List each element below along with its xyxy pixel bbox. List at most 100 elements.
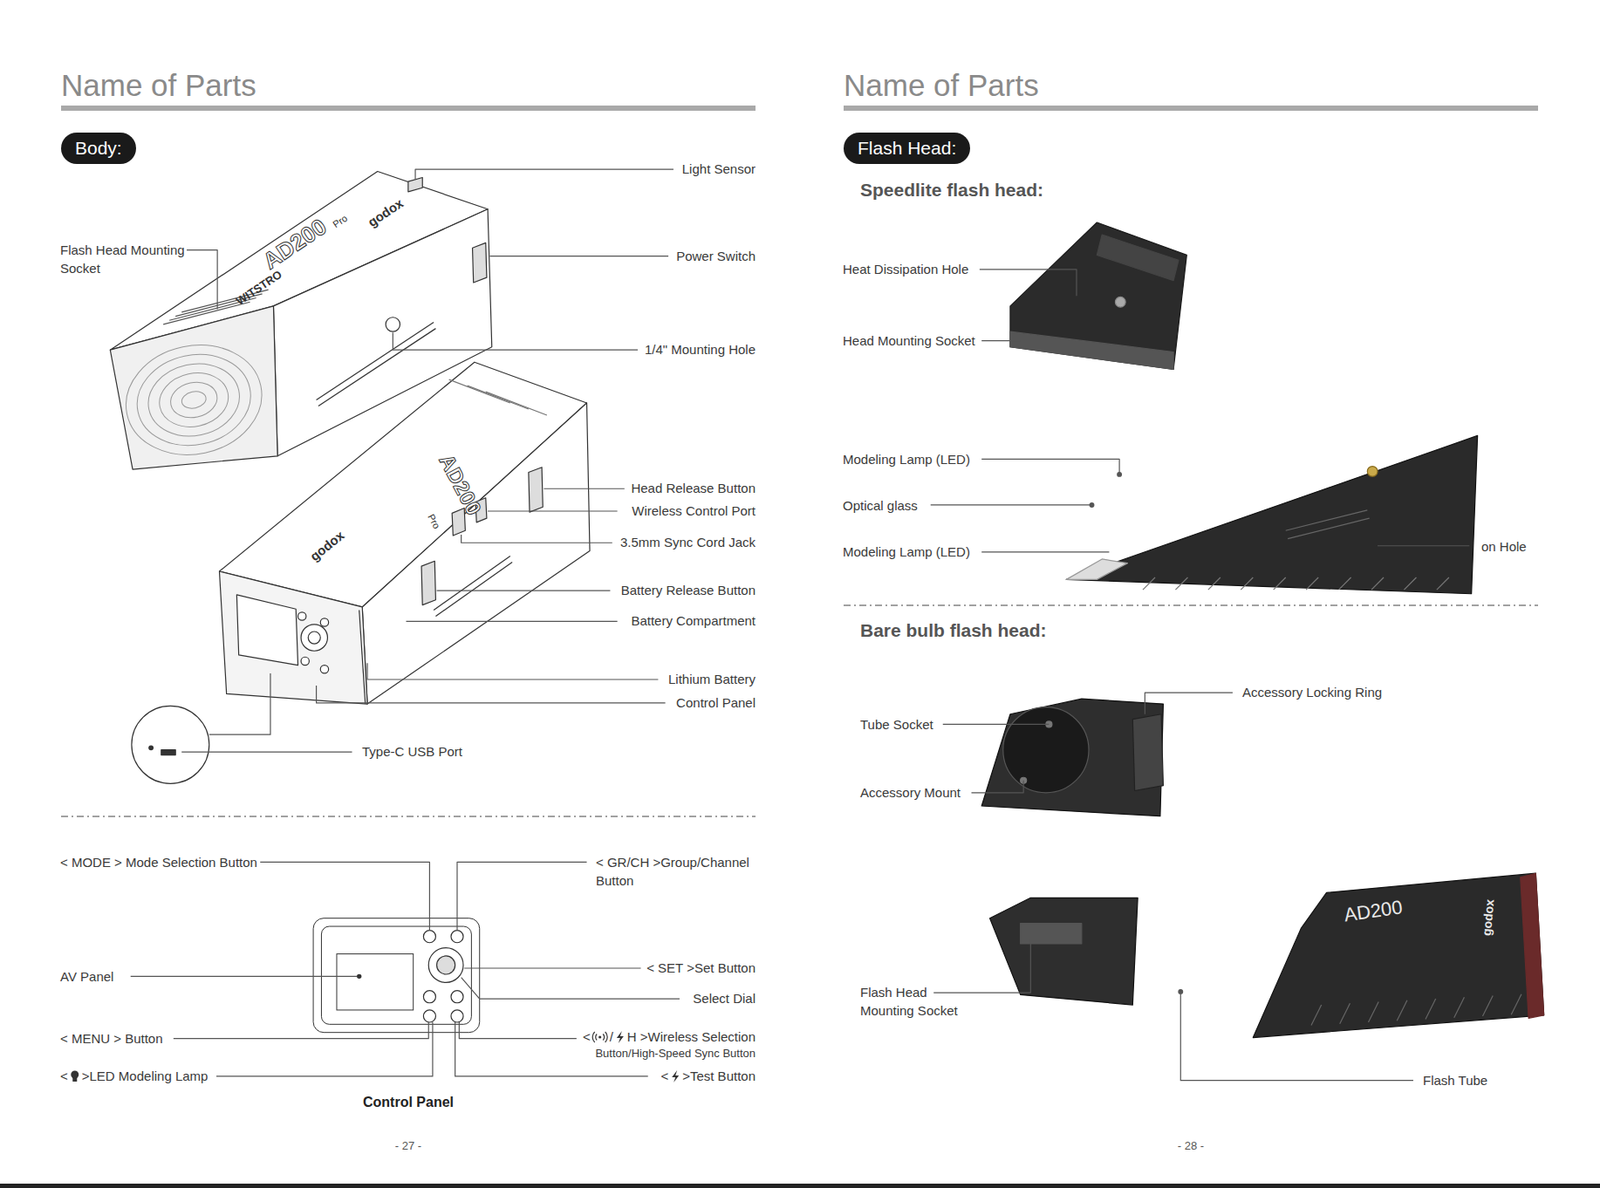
part-label: Flash Head Mounting Socket	[860, 983, 970, 1020]
head-release	[528, 467, 543, 513]
leader-line	[181, 751, 352, 753]
grille-line	[467, 385, 529, 410]
fin	[1396, 1000, 1408, 1021]
reflector-swirl	[116, 333, 273, 468]
bare-bulb-photo	[981, 698, 1163, 817]
groove	[318, 328, 437, 407]
leader-line	[979, 269, 1077, 296]
part-label: Select Dial	[692, 991, 756, 1007]
leader-line	[489, 255, 669, 257]
grille-line	[485, 391, 548, 416]
body-drawing	[109, 171, 590, 785]
leader-line	[930, 504, 1093, 506]
head-label	[1096, 234, 1179, 281]
socket-pins	[1020, 923, 1082, 944]
leader-line	[406, 621, 618, 623]
leader-line	[981, 551, 1109, 553]
fin	[1403, 577, 1416, 590]
part-label: Flash Head Mounting Socket	[60, 240, 200, 278]
dial	[300, 624, 328, 651]
mounting-socket-photo	[990, 897, 1139, 1006]
part-label: < GR/CH >Group/Channel Button	[595, 853, 758, 890]
part-label: <	[660, 1068, 669, 1085]
part-label: < MENU > Button	[60, 1031, 164, 1047]
unit-front	[109, 306, 278, 470]
part-label: >Test Button	[682, 1068, 756, 1085]
section-divider	[843, 604, 1539, 606]
leader-line	[392, 332, 638, 350]
part-label: <	[60, 1068, 69, 1085]
leader-line	[173, 1022, 429, 1040]
section-subheading: Speedlite flash head:	[860, 178, 1044, 201]
leader-dot	[1178, 990, 1183, 995]
ad200-body-photo	[1252, 873, 1544, 1038]
wireless-icon	[595, 1034, 597, 1041]
fin	[1454, 997, 1465, 1018]
leader-line	[259, 861, 430, 930]
part-label: Battery Release Button	[621, 582, 756, 599]
button	[320, 665, 329, 674]
fin	[1208, 577, 1221, 590]
title-rule	[843, 105, 1539, 111]
optical-glass	[1066, 559, 1128, 580]
part-label: Heat Dissipation Hole	[842, 261, 969, 278]
head-base	[1010, 331, 1174, 370]
leader-line	[457, 861, 588, 930]
flash-icon	[616, 1031, 624, 1044]
screen	[236, 594, 298, 666]
fin	[1436, 577, 1450, 590]
leader-line	[367, 663, 658, 680]
set-button	[437, 956, 456, 975]
part-label: Light Sensor	[682, 161, 756, 178]
part-label: Wireless Control Port	[631, 503, 756, 520]
part-label: 3.5mm Sync Cord Jack	[620, 534, 756, 551]
page-furniture	[0, 105, 1600, 1188]
vent	[1287, 518, 1370, 539]
fin	[1340, 1003, 1351, 1024]
bulb-icon	[72, 1078, 77, 1082]
usb-magnifier	[131, 705, 210, 784]
part-label: Control Panel	[676, 695, 756, 712]
grille-line	[449, 379, 511, 404]
title-rule	[61, 105, 756, 111]
part-label: H >Wireless Selection	[627, 1029, 756, 1046]
mount-hole	[1367, 466, 1378, 478]
part-label: Button/High-Speed Sync Button	[594, 1046, 756, 1061]
page-title: Name of Parts	[843, 67, 1040, 104]
leader-lines	[130, 169, 1471, 1081]
part-label: Head Release Button	[630, 480, 756, 497]
panel-button	[451, 991, 464, 1004]
fin	[1240, 577, 1253, 590]
part-label: Head Mounting Socket	[842, 333, 976, 349]
reflector-swirl	[154, 366, 233, 433]
av-panel	[336, 954, 414, 1011]
part-label: Flash Tube	[1422, 1073, 1488, 1089]
leader-line	[464, 967, 641, 969]
leader-line	[981, 340, 1020, 342]
fin	[1371, 577, 1384, 590]
locking-ring	[1132, 714, 1163, 792]
control-panel-drawing	[313, 918, 480, 1033]
leader-line	[130, 976, 358, 978]
leader-line	[316, 685, 666, 704]
wireless-icon	[605, 1032, 609, 1043]
unit-side	[362, 403, 590, 705]
section-heading: Flash Head:	[857, 137, 957, 159]
groove	[316, 322, 435, 401]
power-switch	[472, 242, 487, 283]
part-label: Type-C USB Port	[362, 744, 463, 760]
part-label: AV Panel	[60, 969, 114, 985]
page-title: Name of Parts	[61, 68, 257, 103]
speedlite-side-photo	[1066, 435, 1477, 594]
leader-dot	[1117, 472, 1122, 478]
button	[298, 612, 307, 621]
leader-line	[458, 1022, 577, 1040]
button	[320, 618, 329, 627]
fin	[1482, 996, 1493, 1017]
page-edge	[0, 1183, 1600, 1188]
leader-line	[209, 673, 271, 735]
leader-line	[1377, 545, 1470, 547]
dial-center	[307, 631, 321, 644]
